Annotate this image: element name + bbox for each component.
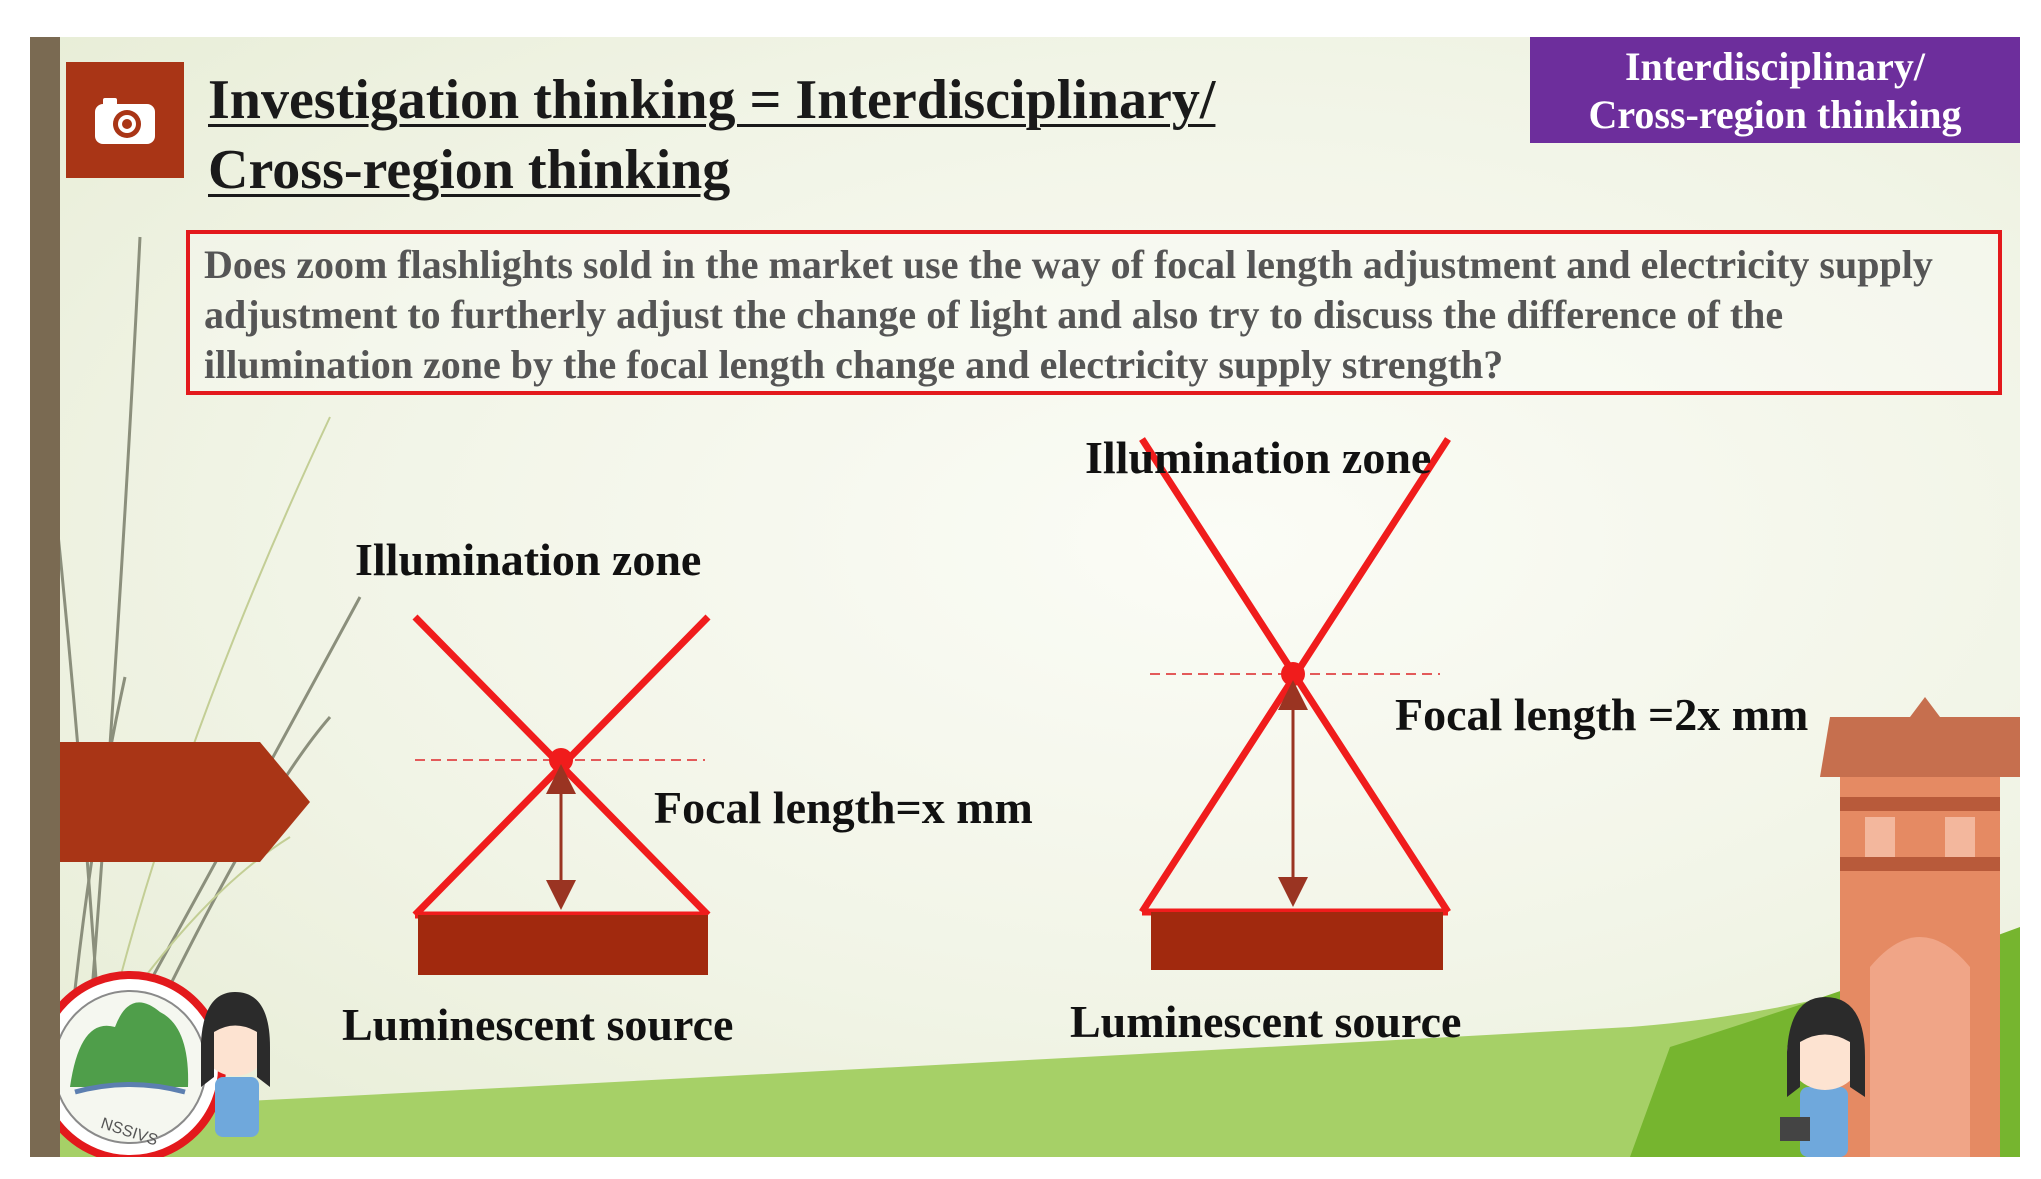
tower-illustration [1820,697,2020,1157]
right-source-label: Luminescent source [1070,996,1461,1047]
left-focal-point [549,748,573,772]
topic-badge: Interdisciplinary/ Cross-region thinking [1530,37,2020,143]
page-title: Investigation thinking = Interdisciplina… [208,65,1215,205]
left-focal-label: Focal length=x mm [654,782,1033,833]
left-accent-bar [30,37,60,1157]
slide-background: NSSIVS [30,236,2020,1157]
diagram-left: Illumination zone Focal length=x mm Lumi… [342,534,1033,1050]
arrow-banner [30,742,310,862]
slide: NSSIVS Investigation thinking = Interdis… [30,37,2020,1157]
camera-icon [95,98,155,144]
title-icon-box [66,62,184,178]
grass-hill [30,937,2020,1157]
logo-mountains [70,1002,189,1087]
left-luminescent-source [418,915,708,975]
diagram-right: Illumination zone Focal length =2x mm Lu… [1070,432,1808,1047]
right-luminescent-source [1151,912,1443,970]
grass-blades-light [109,416,331,1018]
page-title-line1: Investigation thinking = Interdisciplina… [208,69,1216,131]
student-figure-right [1780,997,1865,1157]
question-box: Does zoom flashlights sold in the market… [186,230,2002,395]
focal-diagrams: Illumination zone Focal length=x mm Lumi… [342,432,1808,1050]
topic-badge-line2: Cross-region thinking [1588,92,1962,137]
left-zone-label: Illumination zone [355,534,701,585]
right-focal-point [1281,662,1305,686]
student-figure-left [201,992,270,1137]
left-source-label: Luminescent source [342,999,733,1050]
right-zone-label: Illumination zone [1085,432,1431,483]
topic-badge-line1: Interdisciplinary/ [1624,44,1926,89]
right-focal-label: Focal length =2x mm [1395,689,1808,740]
page-title-line2: Cross-region thinking [208,139,731,201]
